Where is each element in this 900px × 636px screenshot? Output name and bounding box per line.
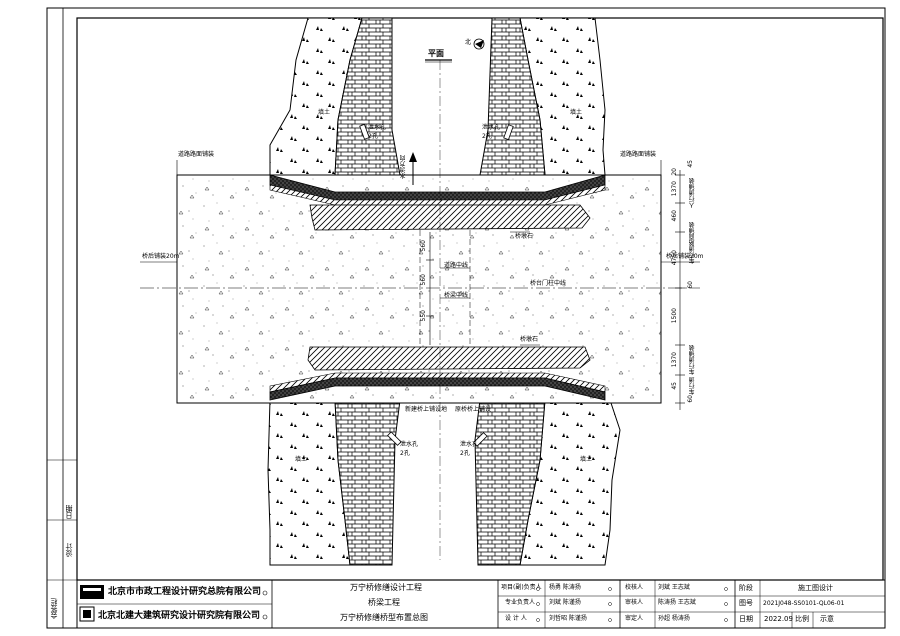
check-2: 审定人	[625, 615, 644, 622]
check-0-names: 刘斌 王志斌	[658, 584, 690, 591]
company1-name: 北京市市政工程设计研究总院有限公司	[108, 587, 262, 597]
check-1-names: 陈涛扬 王志斌	[658, 599, 696, 606]
right-vert-top: 人行道铺装	[689, 178, 696, 208]
scale-value: 示意	[820, 615, 834, 623]
left-strip-design: 设计	[65, 543, 73, 557]
date-label: 日期	[739, 615, 753, 623]
flow-label: 水流方向	[400, 155, 407, 179]
soil-right-top: 填土	[570, 109, 583, 116]
ll-drain-sub: 2孔	[400, 450, 410, 457]
right-top-note: 道路路面铺装	[620, 151, 657, 158]
lr-drain-label: 泄水孔	[460, 441, 479, 448]
ur-drain-label: 泄水孔	[482, 124, 501, 131]
date-value: 2022.09	[764, 615, 793, 623]
check-1: 审核人	[625, 599, 644, 606]
project-name: 万宁桥修缮设计工程	[350, 583, 422, 592]
role-0-names: 杨勇 陈涛扬	[549, 584, 581, 591]
role-1-names: 刘斌 陈谨扬	[549, 599, 581, 606]
mid-left-annotation: 新建桥上铺设地	[405, 406, 448, 413]
soil-left-bottom: 填土	[295, 456, 308, 463]
center-axis-label: 桥台门柱中线	[530, 280, 567, 287]
dim-r1: 20	[671, 168, 678, 176]
stage-value: 施工图设计	[798, 584, 833, 592]
drawing-title: 万宁桥修缮桥型布置总图	[340, 613, 428, 622]
dim-r4: 1370	[671, 352, 678, 368]
lr-drain-sub: 2孔	[460, 450, 470, 457]
check-2-names: 孙超 杨涛扬	[658, 615, 690, 622]
left-strip-revision: 会签栏	[50, 598, 58, 619]
left-top-note: 道路路面铺装	[178, 151, 215, 158]
dim-r5: 45	[671, 382, 678, 390]
north-arrow-icon	[473, 38, 485, 50]
drawing-no-value: 2021J048-SS0101-QL06-01	[763, 600, 845, 607]
soil-right-bottom: 填土	[580, 456, 593, 463]
north-label: 北	[465, 39, 472, 46]
ur-drain-sub: 2孔	[482, 133, 492, 140]
bottom-pier-label: 桥墩石	[520, 336, 539, 343]
mid-right-annotation: 原桥桥上铺设	[455, 406, 492, 413]
bridge-center-label: 桥梁中线	[444, 292, 469, 299]
left-strip-date: 日期	[65, 505, 73, 519]
dim-c1: 560	[420, 274, 427, 286]
stage-label: 阶段	[739, 584, 753, 592]
company2-logo-icon	[79, 606, 95, 622]
ul-drain-sub: 2孔	[368, 133, 378, 140]
soil-left-top: 填土	[318, 109, 331, 116]
ll-drain-label: 泄水孔	[400, 441, 419, 448]
dim-d2: 45	[687, 160, 694, 168]
dim-r3: 60	[687, 395, 694, 403]
center-label: 道路中线	[444, 262, 469, 269]
role-0: 项目(副)负责人	[501, 584, 542, 591]
left-dim-label: 桥后铺装20m	[142, 253, 180, 260]
right-vert-mid: 车行道路面铺装	[689, 222, 696, 264]
check-0: 校核人	[625, 584, 644, 591]
right-dim-label: 桥后铺装20m	[666, 253, 704, 260]
role-2: 设 计 人	[505, 615, 527, 622]
dim-r2: 60	[687, 281, 694, 289]
right-vert-bottom: 车行道 车行道铺装	[689, 345, 696, 395]
dim-c2: 550	[420, 310, 427, 322]
dim-d4: 460	[671, 210, 678, 222]
ul-drain-label: 泄水孔	[368, 124, 387, 131]
top-pier-label: 桥墩石	[515, 233, 534, 240]
scale-label: 比例	[795, 615, 809, 623]
dim-c3: 560	[420, 240, 427, 252]
dim-d5: 1500	[671, 308, 678, 324]
dim-d3: 4750	[671, 250, 678, 266]
dim-d1: 1370	[671, 181, 678, 197]
role-2-names: 刘哲昭 陈谨扬	[549, 615, 587, 622]
role-1: 专业负责人	[505, 599, 536, 606]
company1-logo-icon	[80, 585, 104, 599]
view-label: 平面	[428, 49, 444, 58]
drawing-no-label: 图号	[739, 599, 753, 607]
subproject-name: 桥梁工程	[368, 598, 400, 607]
company2-name: 北京北建大建筑研究设计研究院有限公司	[98, 611, 261, 621]
